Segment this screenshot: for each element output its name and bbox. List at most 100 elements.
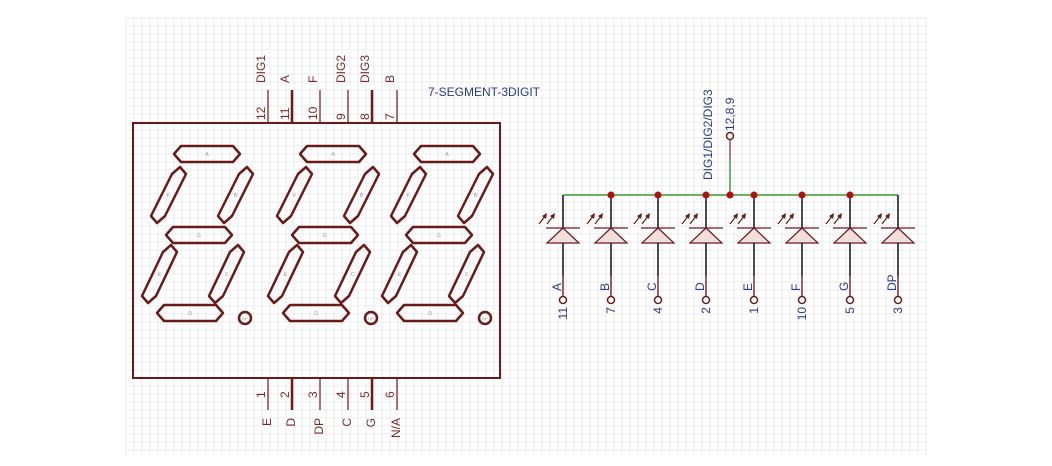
segment-label: E xyxy=(398,272,402,278)
led-terminal[interactable] xyxy=(893,295,903,305)
top-pin-7[interactable]: 7B xyxy=(383,75,398,123)
light-arrowhead-icon xyxy=(829,213,834,219)
led-pin-number: 7 xyxy=(604,307,618,314)
light-arrowhead-icon xyxy=(685,213,690,219)
bottom-pin-3[interactable]: 3DP xyxy=(306,378,326,435)
light-arrowhead-icon xyxy=(550,213,555,219)
top-pin-10[interactable]: 10 F xyxy=(306,76,321,123)
light-arrowhead-icon xyxy=(789,213,794,219)
segment-label: E xyxy=(158,272,162,278)
light-arrowhead-icon xyxy=(885,213,890,219)
common-terminal[interactable] xyxy=(725,131,735,141)
pin-number: 10 xyxy=(306,106,320,120)
pin-label: A xyxy=(278,75,292,83)
junction-dot xyxy=(726,191,734,199)
pin-label: D xyxy=(284,418,298,427)
bottom-pin-5[interactable]: 5G xyxy=(358,378,378,427)
junction-dot xyxy=(607,191,615,199)
segment-a xyxy=(412,144,482,164)
pin-number: 2 xyxy=(278,391,292,398)
segment-label: C xyxy=(465,272,469,278)
pin-number: 4 xyxy=(334,391,348,398)
led-terminal[interactable] xyxy=(845,295,855,305)
segment-label: F xyxy=(293,193,296,199)
top-pin-11[interactable]: 11A xyxy=(278,75,294,123)
led-b[interactable]: B7 xyxy=(586,195,629,314)
led-terminal[interactable] xyxy=(797,295,807,305)
segment-f xyxy=(149,165,188,225)
led-label: A xyxy=(550,283,564,291)
pin-label: DIG1 xyxy=(254,55,268,83)
segment-f xyxy=(275,165,314,225)
segment-e xyxy=(380,243,419,305)
pin-label: E xyxy=(260,418,274,426)
led-c[interactable]: C4 xyxy=(633,195,676,314)
segment-label: E xyxy=(284,272,288,278)
segment-label: G xyxy=(197,233,201,239)
common-label: DIG1/DIG2/DIG3 xyxy=(701,89,715,180)
pin-number: 1 xyxy=(254,391,268,398)
led-pin-number: 1 xyxy=(747,307,761,314)
segment-c xyxy=(333,243,372,305)
led-a[interactable]: A 11 xyxy=(538,195,581,320)
led-terminal[interactable] xyxy=(606,295,616,305)
led-f[interactable]: F 10 xyxy=(777,195,820,321)
led-e[interactable]: E1 xyxy=(729,195,772,314)
led-terminal[interactable] xyxy=(749,295,759,305)
segment-label: F xyxy=(407,193,410,199)
bottom-pin-1[interactable]: 1E xyxy=(254,378,274,426)
pin-number: 3 xyxy=(306,391,320,398)
diode-triangle xyxy=(736,227,772,244)
bottom-pin-2[interactable]: 2D xyxy=(278,378,298,427)
segment-e xyxy=(266,243,305,305)
common-pins: 12,8,9 xyxy=(723,97,737,131)
led-terminal[interactable] xyxy=(653,295,663,305)
top-pin-9[interactable]: 9 DIG2 xyxy=(334,55,349,123)
segment-label: C xyxy=(351,272,355,278)
segment-g xyxy=(164,225,234,245)
led-dp[interactable]: DP3 xyxy=(873,195,916,314)
segment-label: B xyxy=(360,193,364,199)
light-arrowhead-icon xyxy=(637,213,642,219)
pin-label: C xyxy=(340,418,354,427)
top-pin-12[interactable]: 12 DIG1 xyxy=(254,55,269,123)
segment-label: D xyxy=(428,311,432,317)
pin-label: F xyxy=(306,76,320,83)
segment-label: DP xyxy=(482,316,488,321)
light-arrowhead-icon xyxy=(645,213,650,219)
segment-b xyxy=(216,165,255,225)
segment-label: A xyxy=(445,152,449,158)
pin-number: 8 xyxy=(358,113,372,120)
led-pin-number: 11 xyxy=(556,307,570,320)
diode-triangle xyxy=(880,227,916,244)
pin-label: N/A xyxy=(389,418,403,438)
segment-g xyxy=(404,225,474,245)
pin-label: G xyxy=(364,418,378,427)
led-label: B xyxy=(598,283,612,291)
pin-number: 12 xyxy=(254,106,268,120)
led-label: F xyxy=(789,284,803,291)
led-pin-number: 5 xyxy=(843,307,857,314)
pin-number: 9 xyxy=(334,113,348,120)
led-terminal[interactable] xyxy=(558,295,568,305)
light-arrowhead-icon xyxy=(741,213,746,219)
led-pin-number: 10 xyxy=(795,307,809,321)
segment-label: D xyxy=(188,311,192,317)
segment-label: B xyxy=(234,193,238,199)
led-pin-number: 3 xyxy=(891,307,905,314)
pin-label: DIG2 xyxy=(334,55,348,83)
diode-triangle xyxy=(688,227,724,244)
led-terminal[interactable] xyxy=(701,295,711,305)
led-d[interactable]: D2 xyxy=(681,195,724,314)
bottom-pin-6[interactable]: 6N/A xyxy=(383,378,403,438)
bottom-pin-4[interactable]: 4C xyxy=(334,378,354,427)
led-pin-number: 2 xyxy=(699,307,713,314)
segment-label: D xyxy=(314,311,318,317)
light-arrowhead-icon xyxy=(837,213,842,219)
junction-dot xyxy=(846,191,854,199)
led-g[interactable]: G5 xyxy=(825,195,868,314)
